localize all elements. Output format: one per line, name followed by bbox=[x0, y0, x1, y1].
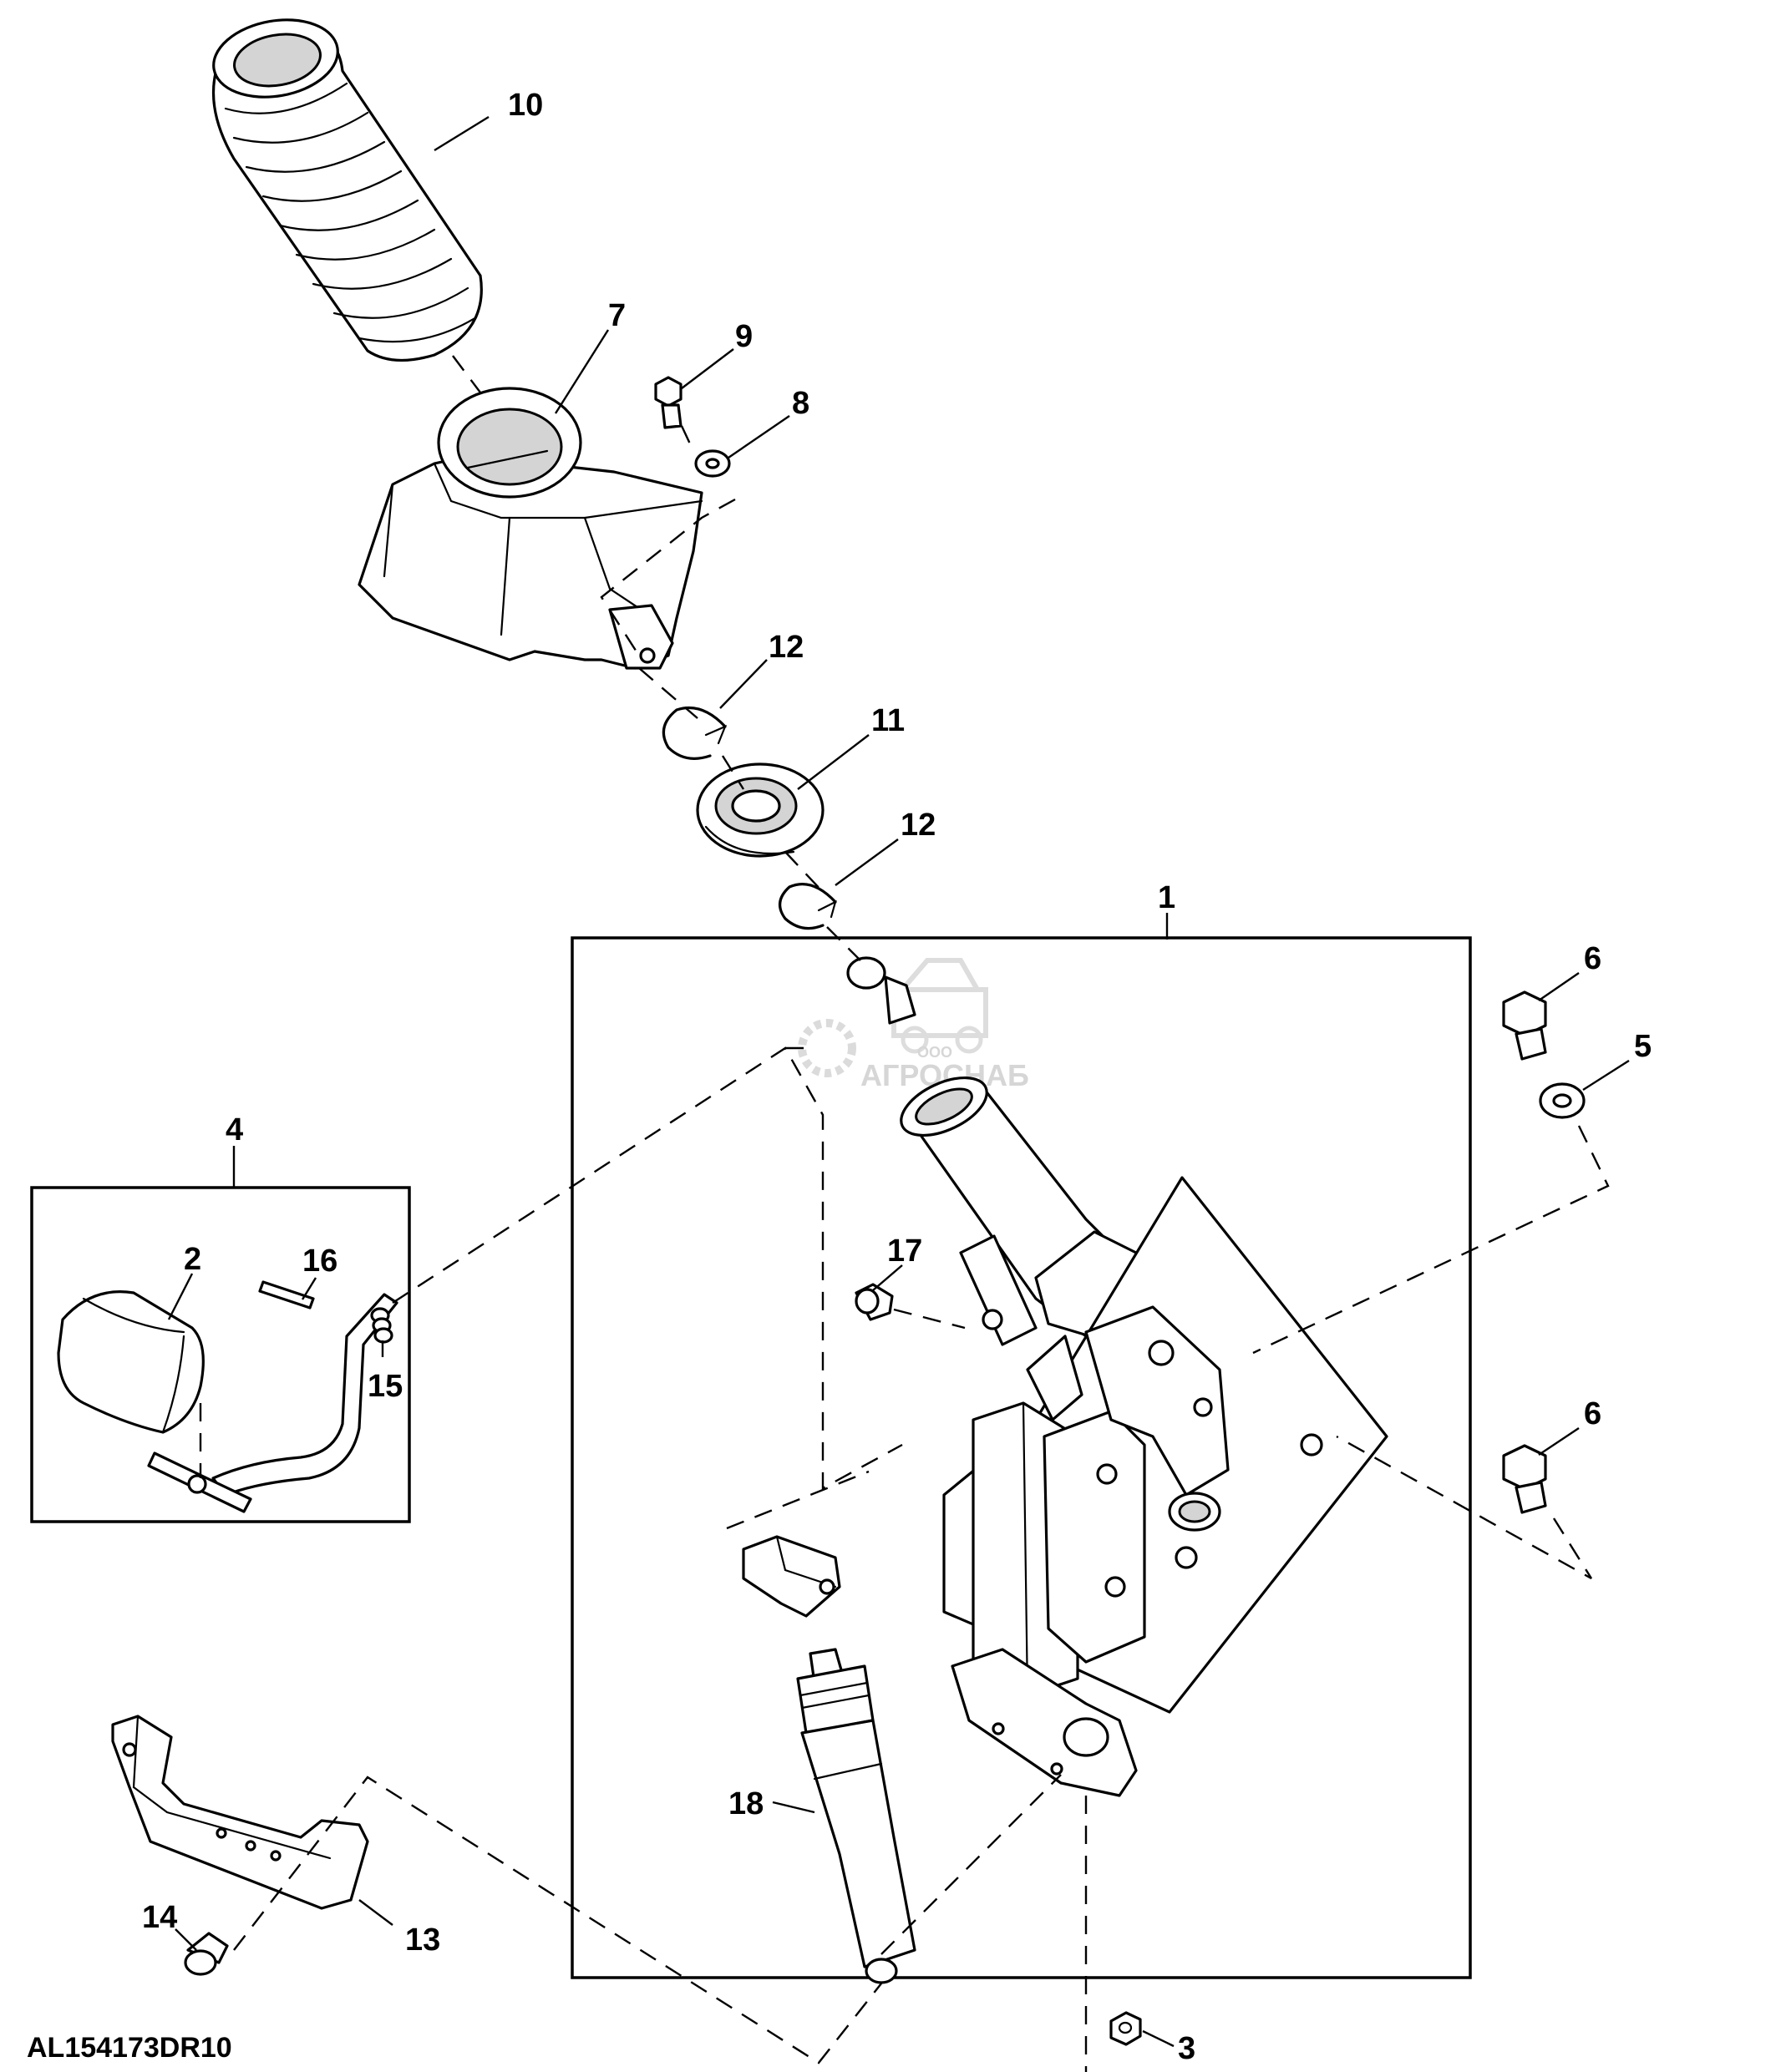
callout-2: 2 bbox=[184, 1242, 201, 1277]
bearing-part-11 bbox=[696, 762, 825, 858]
callout-8: 8 bbox=[792, 386, 809, 421]
bracket-part-13 bbox=[111, 1715, 369, 1910]
watermark-small: ООО bbox=[917, 1044, 952, 1061]
boot-part-10 bbox=[211, 18, 483, 362]
callout-14: 14 bbox=[142, 1900, 177, 1935]
callout-6-lower: 6 bbox=[1584, 1396, 1601, 1431]
figure-id: AL154173DR10 bbox=[27, 2032, 232, 2064]
callouts: 10 7 9 8 12 11 12 1 6 5 6 17 4 2 16 15 1… bbox=[142, 88, 1652, 2066]
steering-column-part-1 bbox=[846, 956, 1388, 1797]
callout-3: 3 bbox=[1178, 2031, 1195, 2066]
callout-17: 17 bbox=[887, 1234, 922, 1269]
bolt-part-6-upper bbox=[1502, 990, 1547, 1061]
callout-10: 10 bbox=[508, 88, 543, 123]
callout-16: 16 bbox=[302, 1244, 337, 1279]
callout-13: 13 bbox=[405, 1923, 440, 1958]
bolt-part-9 bbox=[654, 376, 682, 429]
washer-part-8 bbox=[694, 449, 731, 478]
gas-spring-part-18 bbox=[796, 1648, 916, 1984]
callout-9: 9 bbox=[735, 319, 753, 354]
callout-11: 11 bbox=[871, 703, 905, 738]
callout-7: 7 bbox=[608, 298, 626, 333]
pin-part-16 bbox=[258, 1280, 315, 1310]
snap-ring-part-12-upper bbox=[662, 706, 728, 760]
mount-block bbox=[742, 1535, 841, 1618]
callout-4: 4 bbox=[226, 1112, 243, 1147]
assembly-1-frame bbox=[571, 936, 1472, 1979]
bolt-part-6-lower bbox=[1502, 1444, 1547, 1514]
cover-part-7 bbox=[358, 387, 703, 670]
bolt-part-14 bbox=[184, 1932, 229, 1976]
knob-part-2 bbox=[57, 1290, 205, 1434]
assembly-lines bbox=[199, 355, 1610, 2072]
assembly-4-frame bbox=[30, 1186, 411, 1523]
callout-12-lower: 12 bbox=[901, 808, 936, 843]
callout-5: 5 bbox=[1634, 1029, 1652, 1064]
spring-part-15 bbox=[370, 1307, 393, 1344]
washer-part-5 bbox=[1539, 1082, 1586, 1119]
callout-12-upper: 12 bbox=[769, 630, 804, 665]
callout-1: 1 bbox=[1158, 880, 1175, 915]
callout-6-upper: 6 bbox=[1584, 941, 1601, 976]
screw-part-17 bbox=[855, 1283, 894, 1321]
nut-part-3 bbox=[1109, 2011, 1142, 2046]
callout-18: 18 bbox=[728, 1786, 764, 1821]
callout-15: 15 bbox=[368, 1369, 403, 1404]
snap-ring-part-12-lower bbox=[779, 883, 837, 930]
leader-lines bbox=[167, 115, 1630, 2048]
watermark-logo: ООО АГРОСНАБ bbox=[798, 958, 1029, 1092]
